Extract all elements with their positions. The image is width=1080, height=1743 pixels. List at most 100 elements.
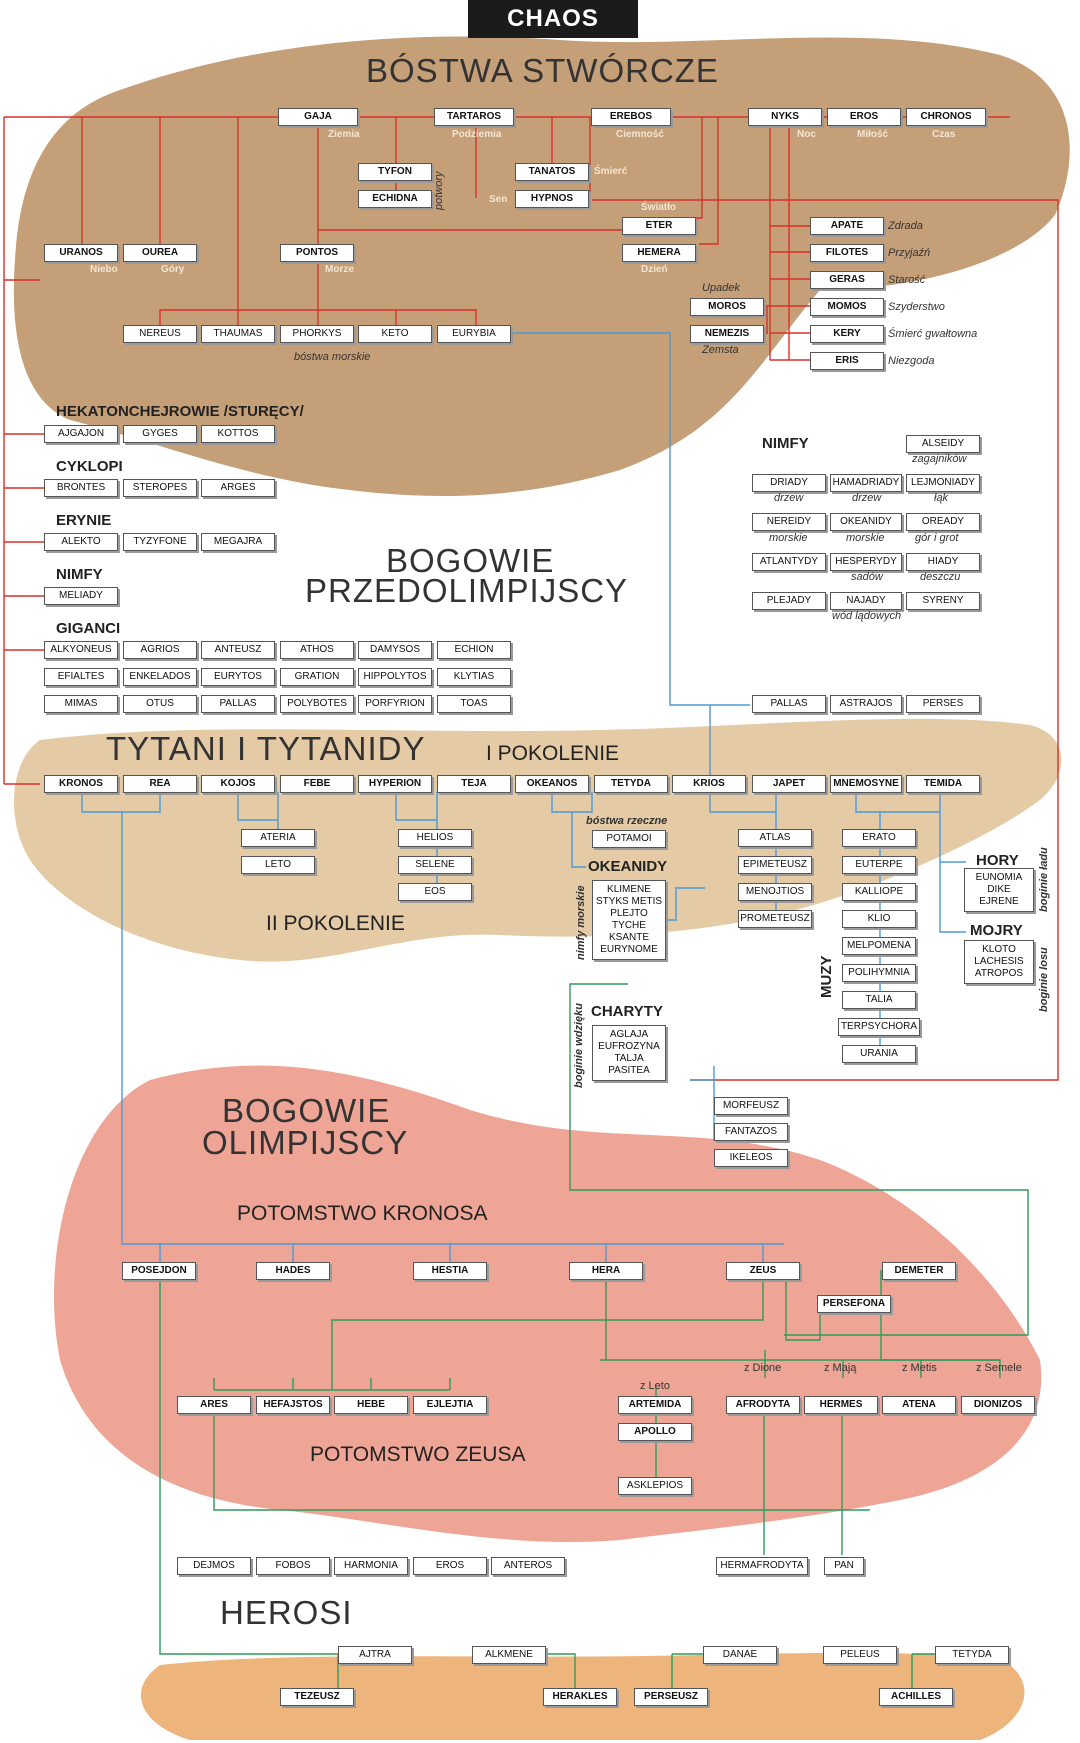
node-perseusz: PERSEUSZ [634,1688,708,1706]
node-hestia: HESTIA [413,1262,487,1280]
node-danae: DANAE [703,1646,777,1664]
meaning-eris: Niezgoda [888,355,935,367]
meaning-czas: Czas [932,129,956,140]
node-selene: SELENE [398,856,472,874]
mother-artemida: z Leto [640,1380,670,1392]
node-posejdon: POSEJDON [122,1262,196,1280]
node-erato: ERATO [842,829,916,847]
heading-oly-2: OLIMPIJSCY [202,1124,409,1161]
node-urania: URANIA [842,1045,916,1063]
node-chronos: CHRONOS [906,108,986,126]
meaning-nemezis: Zemsta [702,344,739,356]
node-otus: OTUS [123,695,197,713]
heading-creators: BÓSTWA STWÓRCZE [366,52,719,89]
node-erebos: EREBOS [591,108,671,126]
group-cyklopi: CYKLOPI [56,458,123,475]
node-harmonia: HARMONIA [334,1557,408,1575]
heading-titans: TYTANI I TYTANIDY [106,730,426,767]
node-kalliope: KALLIOPE [842,883,916,901]
node-temida: TEMIDA [906,775,980,793]
node-dionizos: DIONIZOS [961,1396,1035,1414]
node-agrios: AGRIOS [123,641,197,659]
node-hiady: HIADY [906,553,980,571]
node-krios: KRIOS [672,775,746,793]
node-brontes: BRONTES [44,479,118,497]
node-polybotes: POLYBOTES [280,695,354,713]
node-talia: TALIA [842,991,916,1009]
node-steropes: STEROPES [123,479,197,497]
node-ikeleos: IKELEOS [714,1149,788,1167]
node-demeter: DEMETER [882,1262,956,1280]
red-lines [3,116,1059,1081]
node-eris: ERIS [810,352,884,370]
node-ajgajon: AJGAJON [44,425,118,443]
node-peleus: PELEUS [823,1646,897,1664]
meaning-kery: Śmierć gwałtowna [888,328,978,340]
node-hera: HERA [569,1262,643,1280]
node-hemera: HEMERA [622,244,696,262]
meaning-milosc: Miłość [857,129,889,140]
node-alseidy: ALSEIDY [906,435,980,453]
node-hebe: HEBE [334,1396,408,1414]
label-boginie-ladu: boginie ładu [1038,847,1050,912]
node-eros-child: EROS [413,1557,487,1575]
node-athos: ATHOS [280,641,354,659]
node-alkyoneus: ALKYONEUS [44,641,118,659]
node-klio: KLIO [842,910,916,928]
meaning-apate: Zdrada [888,220,923,232]
node-euterpe: EUTERPE [842,856,916,874]
mother-hermes: z Mają [824,1362,857,1374]
node-geras: GERAS [810,271,884,289]
group-hory: HORY [976,852,1019,869]
mother-atena: z Metis [902,1362,937,1374]
node-okeanidy-nymph: OKEANIDY [830,513,902,531]
node-melpomena: MELPOMENA [842,937,916,955]
node-menojtios: MENOJTIOS [738,883,812,901]
node-fobos: FOBOS [256,1557,330,1575]
node-hermes: HERMES [804,1396,878,1414]
node-okeanos: OKEANOS [515,775,589,793]
node-eurytos: EURYTOS [201,668,275,686]
note-hesperydy: sadów [851,571,883,583]
meaning-dzien: Dzień [641,264,668,275]
node-atlantydy: ATLANTYDY [752,553,826,571]
node-enkelados: ENKELADOS [123,668,197,686]
node-moros: MOROS [690,298,764,316]
node-hypnos: HYPNOS [515,190,589,208]
meaning-swiatlo: Światło [641,202,677,213]
node-leto: LETO [241,856,315,874]
heading-heroes: HEROSI [220,1594,353,1631]
node-rea: REA [123,775,197,793]
heading-pre-2: PRZEDOLIMPIJSCY [305,572,629,609]
note-hiady: deszczu [920,571,961,583]
node-hamadriady: HAMADRIADY [830,474,902,492]
node-nereus: NEREUS [123,325,197,343]
node-thaumas: THAUMAS [201,325,275,343]
node-mnemosyne: MNEMOSYNE [830,775,902,793]
node-tartaros: TARTAROS [434,108,514,126]
node-phorkys: PHORKYS [280,325,354,343]
node-epimeteusz: EPIMETEUSZ [738,856,812,874]
node-tanatos: TANATOS [515,163,589,181]
node-morfeusz: MORFEUSZ [714,1097,788,1115]
node-charyty-list: AGLAJA EUFROZYNA TALJA PASITEA [592,1025,666,1081]
group-okeanidy: OKEANIDY [588,858,668,875]
node-kronos: KRONOS [44,775,118,793]
node-mimas: MIMAS [44,695,118,713]
node-dejmos: DEJMOS [177,1557,251,1575]
node-tyfon: TYFON [358,163,432,181]
node-pallas: PALLAS [752,695,826,713]
node-astrajos: ASTRAJOS [830,695,902,713]
node-echidna: ECHIDNA [358,190,432,208]
node-porfyrion: PORFYRION [358,695,432,713]
heading-oly-1: BOGOWIE [222,1092,391,1129]
heading-gen1: I POKOLENIE [486,742,620,765]
blue-lines [81,332,966,1262]
node-tetyda: TETYDA [594,775,668,793]
node-nemezis: NEMEZIS [690,325,764,343]
node-afrodyta: AFRODYTA [726,1396,800,1414]
node-hermafrodyta: HERMAFRODYTA [716,1557,808,1575]
group-giganci: GIGANCI [56,620,121,637]
node-alkmene: ALKMENE [472,1646,546,1664]
note-lejmoniady: łąk [934,492,949,504]
